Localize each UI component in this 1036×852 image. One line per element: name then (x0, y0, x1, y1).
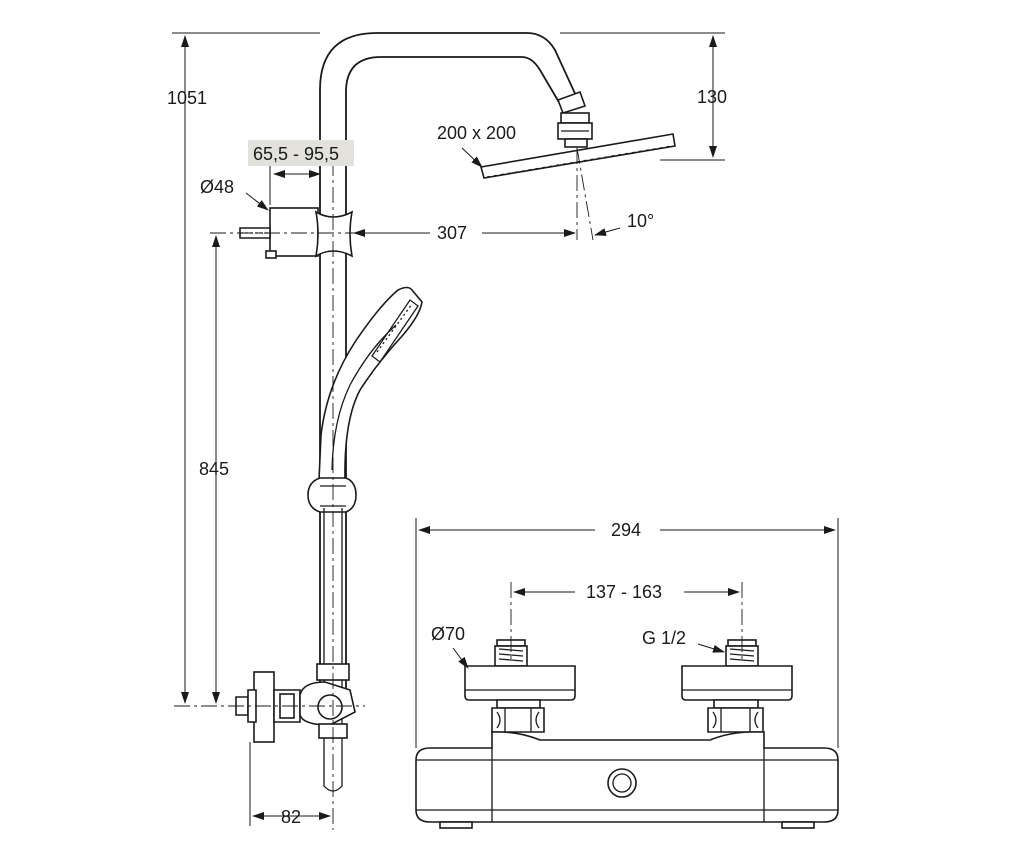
dim-flange-diameter: Ø70 (431, 624, 465, 644)
dimensions-column: 1051 845 130 200 x 200 65,5 - 95,5 Ø48 3… (167, 32, 727, 827)
diverter-body (235, 671, 356, 743)
dim-wall-offset: 82 (281, 807, 301, 827)
dim-total-height: 1051 (167, 88, 207, 108)
head-axis-tilted (576, 147, 594, 241)
dim-clamp-diameter: Ø48 (200, 177, 234, 197)
right-inlet (681, 639, 793, 733)
dim-outlet-height: 845 (199, 459, 229, 479)
hand-shower (318, 286, 423, 481)
dim-arm-reach: 307 (437, 223, 467, 243)
dim-head-height: 130 (697, 87, 727, 107)
mixer-outlet (607, 768, 637, 798)
clamp-range-highlight (248, 140, 354, 166)
dim-clamp-range: 65,5 - 95,5 (253, 144, 339, 164)
thermostatic-mixer (415, 639, 839, 829)
riser-tube-outer (319, 32, 579, 705)
hand-shower-holder (307, 477, 357, 513)
dim-head-size: 200 x 200 (437, 123, 516, 143)
left-inlet (464, 639, 576, 733)
dim-thread: G 1/2 (642, 628, 686, 648)
dim-inlet-spacing: 137 - 163 (586, 582, 662, 602)
riser-tube-inner (345, 56, 561, 705)
dim-tilt-angle: 10° (627, 211, 654, 231)
shower-column (174, 32, 676, 830)
head-connector (556, 90, 593, 148)
dim-mixer-width: 294 (611, 520, 641, 540)
wall-bracket (239, 207, 354, 259)
dimensions-mixer: 294 137 - 163 Ø70 G 1/2 (415, 518, 839, 748)
